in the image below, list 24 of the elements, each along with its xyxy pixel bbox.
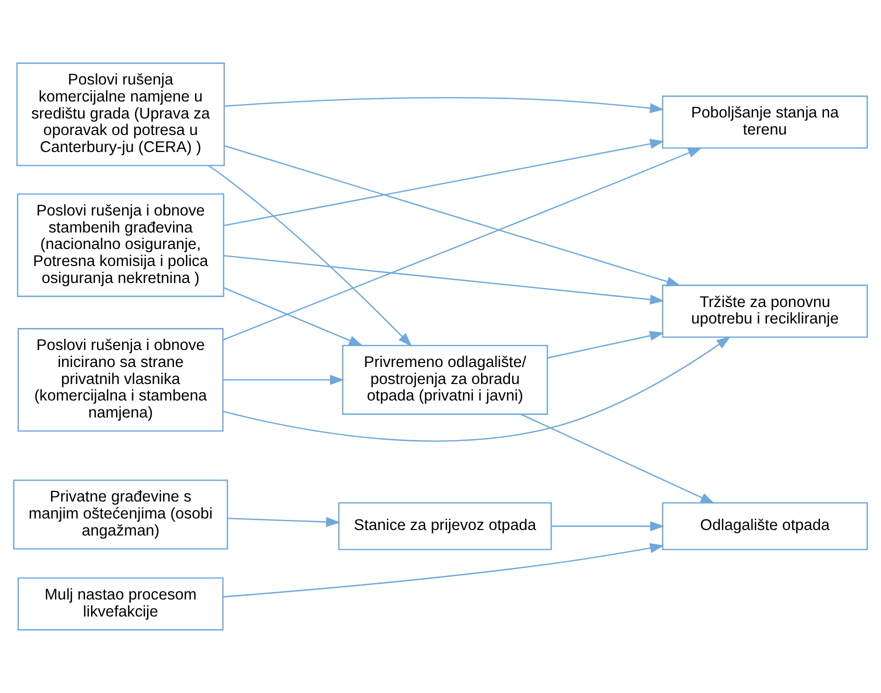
node-box: Odlagalište otpada [662,502,868,550]
node-box: Mulj nastao procesom likvefakcije [18,577,224,630]
arrow [224,254,664,304]
arrow [547,330,664,359]
node-box: Poslovi rušenja komercijalne namjene u središtu grada (Uprava za oporavak od potresa u Canterbury-ju (CERA) ) [16,62,225,166]
arrow [223,374,344,385]
node-box: Privatne građevine s manjim oštećenjima (osobi angažman) [13,480,228,550]
node-box: Poboljšanje stanja na terenu [662,96,868,149]
node-box: Stanice za prijevoz otpada [338,502,552,550]
arrow [222,147,702,340]
arrow [224,145,681,286]
node-box: Privremeno odlagalište/ postrojenja za obradu otpada (privatni i javni) [342,344,548,415]
arrow [223,287,364,346]
node-box: Poslovi rušenja i obnove inicirano sa strane privatnih vlasnika (komercijalna i stambena namjena) [18,328,224,432]
arrow [223,138,664,226]
arrow [228,516,340,527]
arrow [520,414,715,504]
node-box: Poslovi rušenja i obnove stambenih građevina (nacionalno osiguranje, Potresna komisija i polica osiguranja nekretnina ) [16,193,224,297]
arrow [223,543,664,598]
arrow [222,336,731,442]
arrow [552,521,664,532]
node-box: Tržište za ponovnu upotrebu i recikliranje [662,284,868,338]
arrow [208,165,412,347]
arrow [224,97,664,114]
